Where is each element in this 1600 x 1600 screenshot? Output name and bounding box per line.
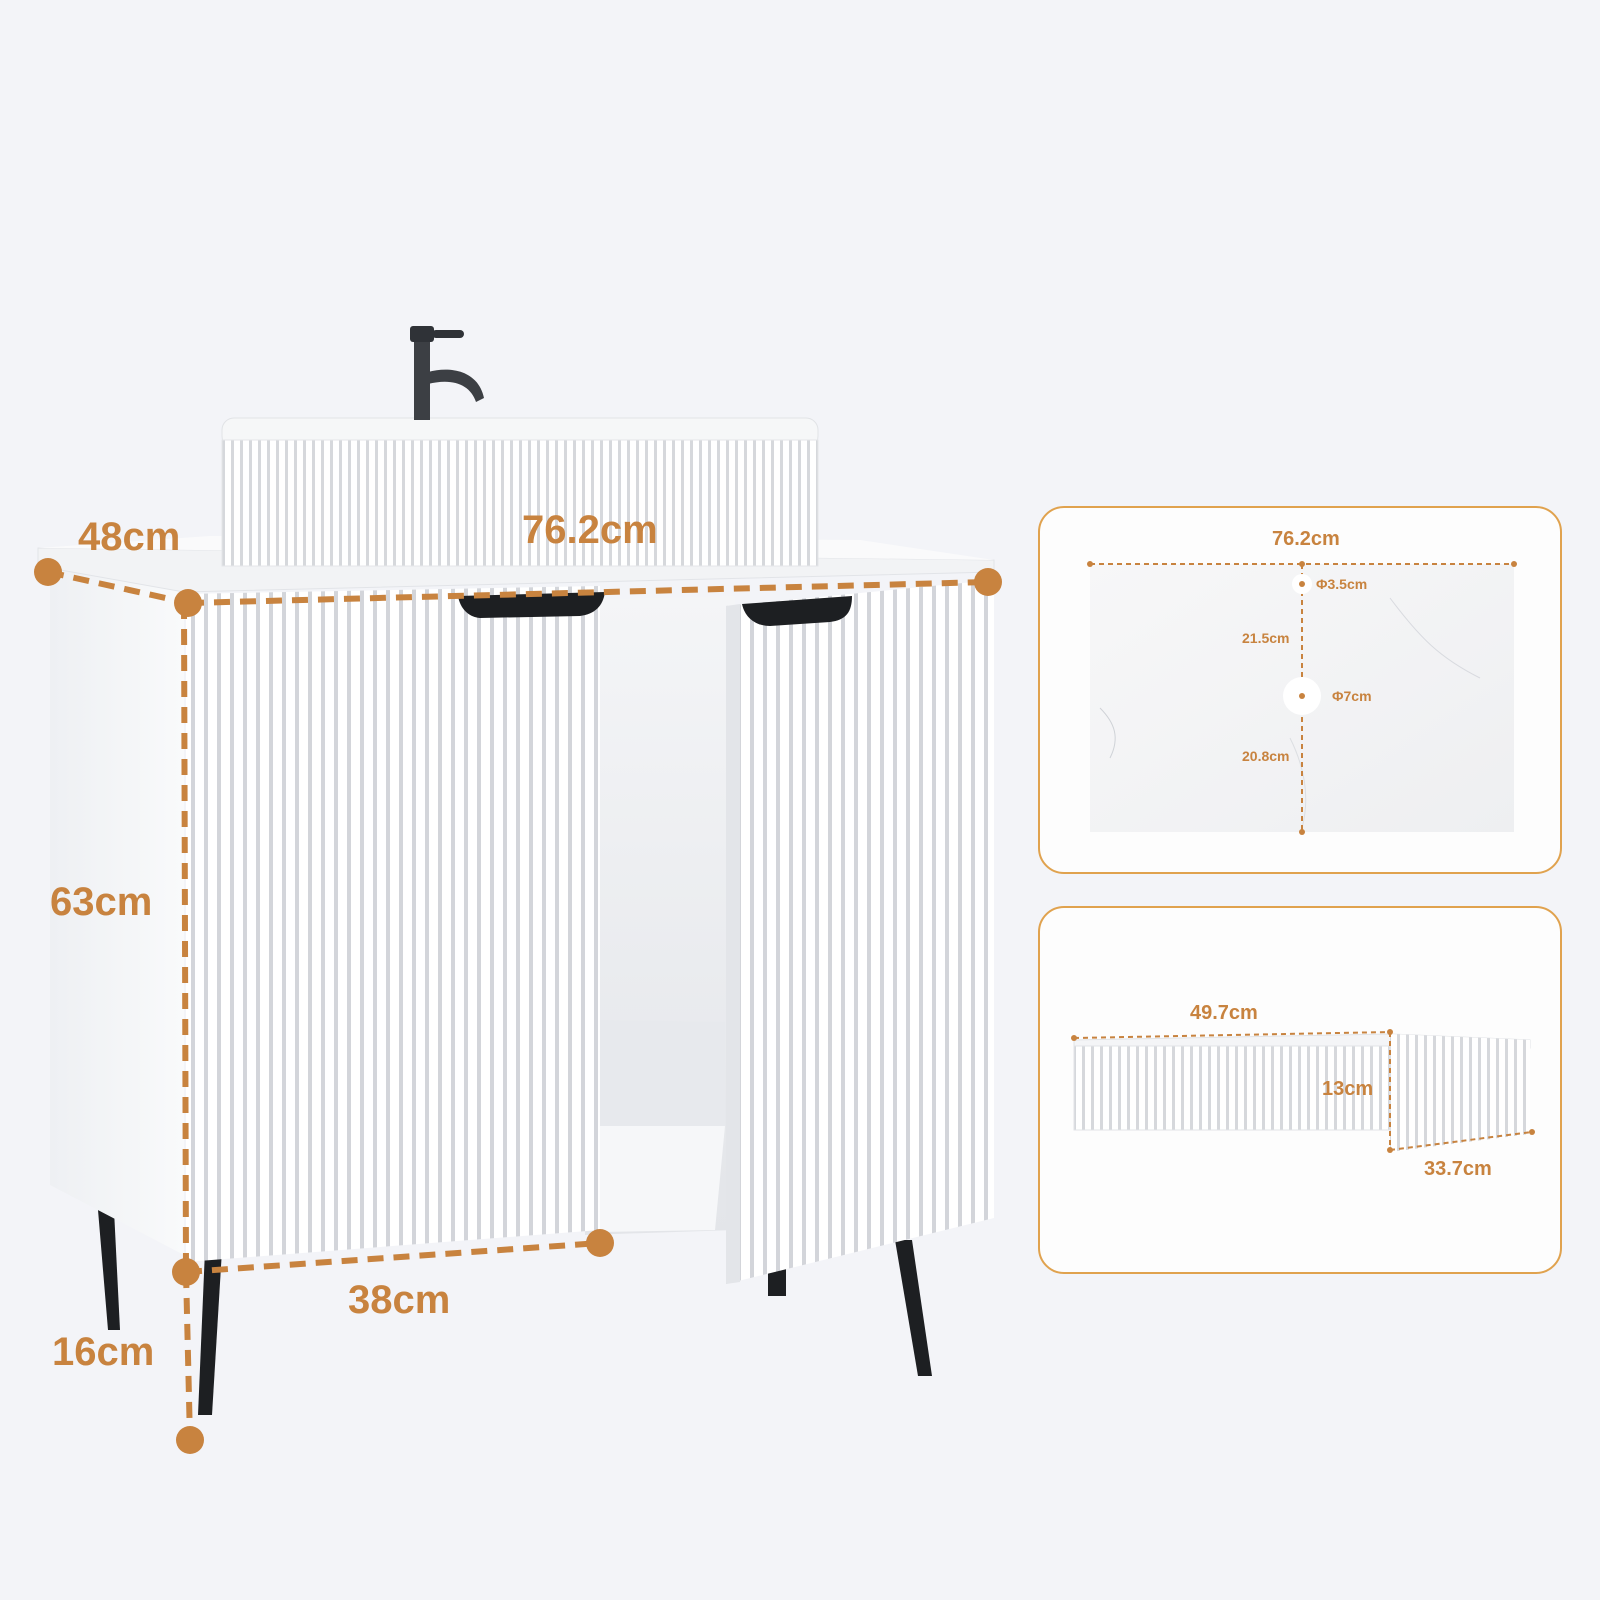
- countertop-width-label: 76.2cm: [1272, 528, 1340, 550]
- countertop-detail-card: 76.2cm Φ3.5cm 21.5cm Φ7cm 20.8cm: [1038, 506, 1562, 874]
- basin-detail-card: 49.7cm 13cm 33.7cm: [1038, 906, 1562, 1274]
- door-width-label: 38cm: [348, 1278, 451, 1322]
- faucet-hole-diameter-label: Φ3.5cm: [1316, 576, 1368, 592]
- cabinet-legs: [98, 1210, 932, 1415]
- right-door: [726, 580, 994, 1284]
- faucet: [410, 326, 484, 420]
- dimension-lines: [47, 569, 989, 1441]
- left-door-handle: [458, 592, 605, 618]
- height-dimension-label: 63cm: [50, 880, 153, 924]
- left-door: [186, 586, 605, 1262]
- depth-dimension-label: 48cm: [78, 515, 181, 559]
- width-dimension-label: 76.2cm: [522, 508, 658, 552]
- leg-height-label: 16cm: [52, 1330, 155, 1374]
- basin-side-view: [1071, 1029, 1535, 1153]
- right-door-handle: [742, 596, 852, 626]
- drain-hole-diameter-label: Φ7cm: [1332, 688, 1372, 704]
- basin-width-label: 33.7cm: [1424, 1158, 1492, 1180]
- cabinet-interior: [585, 596, 735, 1235]
- dimension-points: [34, 558, 1002, 1454]
- cabinet-side-panel: [50, 568, 184, 1255]
- basin-length-label: 49.7cm: [1190, 1002, 1258, 1024]
- upper-gap-label: 21.5cm: [1242, 630, 1290, 646]
- vessel-sink: [221, 417, 819, 567]
- lower-gap-label: 20.8cm: [1242, 748, 1290, 764]
- countertop-top-view: [1087, 561, 1517, 835]
- basin-height-label: 13cm: [1322, 1078, 1374, 1100]
